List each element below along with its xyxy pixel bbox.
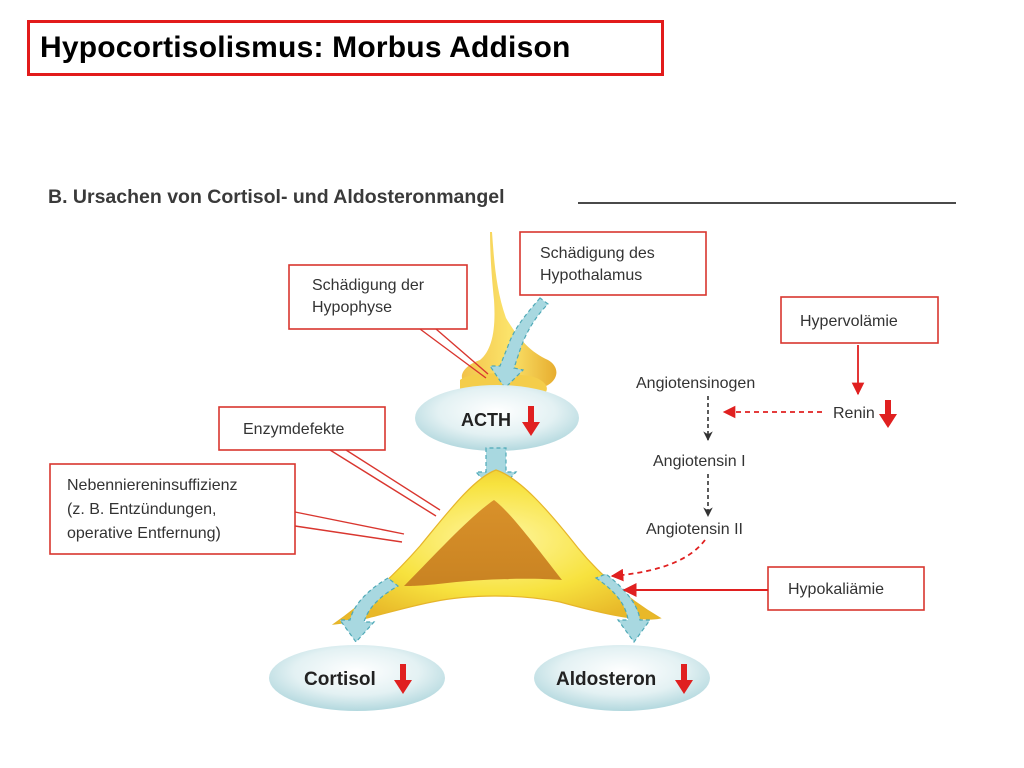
angiotensin2-label: Angiotensin II (646, 521, 743, 538)
acth-label: ACTH (461, 410, 511, 430)
svg-text:Schädigung des: Schädigung des (540, 245, 655, 262)
angiotensin2-to-adrenal-arrow (610, 539, 706, 582)
slide-title: Hypocortisolismus: Morbus Addison (40, 31, 571, 64)
box-hypokaliaemie: Hypokaliämie (767, 566, 925, 611)
acth-node: ACTH (415, 385, 579, 451)
adrenal-to-cortisol-arrow (338, 577, 400, 643)
slide-title-box: Hypocortisolismus: Morbus Addison (27, 20, 664, 76)
svg-text:Enzymdefekte: Enzymdefekte (243, 421, 344, 438)
box-hypothalamus: Schädigung des Hypothalamus (519, 231, 707, 296)
svg-text:Schädigung der: Schädigung der (312, 277, 425, 294)
cortisol-decrease-arrow-icon (394, 664, 412, 694)
box-hypophyse: Schädigung der Hypophyse (288, 264, 489, 379)
cortisol-label: Cortisol (304, 669, 376, 690)
cortisol-node: Cortisol (269, 645, 445, 711)
renin-label: Renin (833, 405, 875, 422)
aldosteron-label: Aldosteron (556, 669, 656, 690)
svg-text:Hypervolämie: Hypervolämie (800, 313, 898, 330)
hypothalamus-to-acth-arrow (488, 297, 549, 389)
svg-text:(z. B. Entzündungen,: (z. B. Entzündungen, (67, 501, 216, 518)
angiotensin1-label: Angiotensin I (653, 453, 746, 470)
svg-text:operative Entfernung): operative Entfernung) (67, 525, 221, 542)
box-nebenniereninsuffizienz: Nebenniereninsuffizienz (z. B. Entzündun… (49, 463, 405, 555)
raas-cascade: Angiotensinogen Renin Angiotensin I Angi… (610, 375, 897, 582)
renin-decrease-arrow-icon (879, 400, 897, 428)
adrenal-gland (331, 469, 662, 625)
aldosteron-node: Aldosteron (534, 645, 710, 711)
svg-text:Nebenniereninsuffizienz: Nebenniereninsuffizienz (67, 477, 237, 494)
figure-heading: B. Ursachen von Cortisol- und Aldosteron… (48, 186, 505, 208)
svg-text:Hypophyse: Hypophyse (312, 299, 392, 316)
angiotensinogen-label: Angiotensinogen (636, 375, 755, 392)
acth-decrease-arrow-icon (522, 406, 540, 436)
box-hypervolaemie: Hypervolämie (780, 296, 939, 344)
adrenal-to-aldosteron-arrow (594, 573, 652, 644)
heading-rule (578, 202, 956, 204)
svg-text:Hypokaliämie: Hypokaliämie (788, 581, 884, 598)
svg-text:Hypothalamus: Hypothalamus (540, 267, 642, 284)
aldosteron-decrease-arrow-icon (675, 664, 693, 694)
box-enzymdefekte: Enzymdefekte (218, 406, 441, 517)
